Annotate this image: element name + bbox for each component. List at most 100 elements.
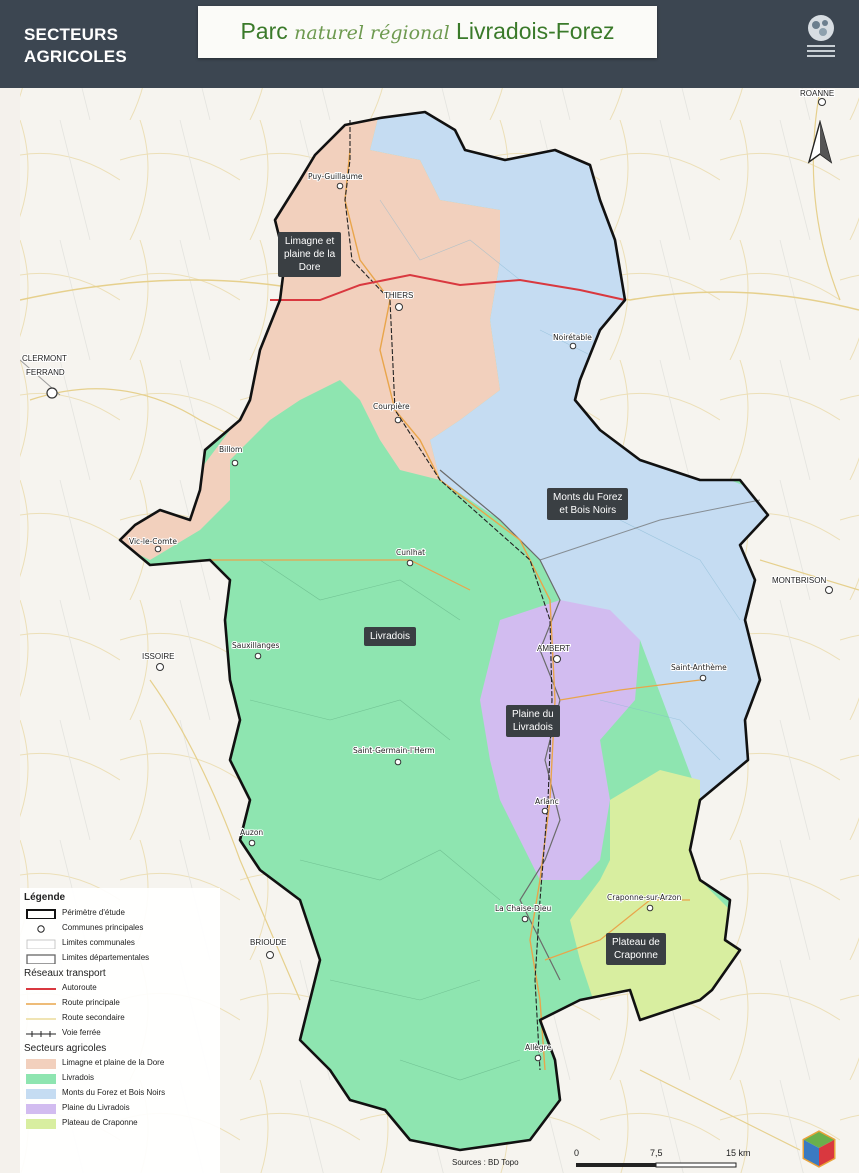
map-title: Parc naturel régional Livradois-Forez <box>198 18 657 45</box>
legend-symbol-route-principale <box>26 1003 56 1005</box>
legend-title: Légende <box>24 892 66 903</box>
legend-panel: Légende Périmètre d'étude Communes princ… <box>20 888 220 1173</box>
legend-label-autoroute: Autoroute <box>62 983 97 992</box>
legend-row-route-secondaire: Route secondaire <box>20 1012 220 1026</box>
legend-label-perimeter: Périmètre d'étude <box>62 908 125 917</box>
legend-row-voie-ferree: Voie ferrée <box>20 1027 220 1041</box>
town-saint-antheme: Saint-Anthème <box>671 663 727 672</box>
legend-label-communes: Communes principales <box>62 923 144 932</box>
legend-row-limites-communales: Limites communales <box>20 937 220 951</box>
legend-label-route-principale: Route principale <box>62 998 120 1007</box>
town-ambert: AMBERT <box>537 644 570 653</box>
town-la-chaise-dieu: La Chaise-Dieu <box>495 904 552 913</box>
label-plaine: Plaine du Livradois <box>506 705 560 737</box>
scale-bar: 0 7,5 15 km <box>568 1148 758 1173</box>
park-logo-icon <box>807 15 835 57</box>
legend-row-communes: Communes principales <box>20 922 220 936</box>
town-puy-guillaume: Puy-Guillaume <box>308 172 363 181</box>
north-arrow-icon <box>807 120 833 164</box>
town-markers: ROANNE Puy-Guillaume THIERS Noirétable C… <box>21 88 835 1062</box>
town-clermont-1: CLERMONT <box>22 354 67 363</box>
legend-symbol-autoroute <box>26 988 56 990</box>
label-craponne: Plateau de Craponne <box>606 933 666 965</box>
label-limagne-line3: Dore <box>298 262 321 273</box>
section-title-line1: SECTEURS <box>24 25 119 44</box>
legend-symbol-route-secondaire <box>26 1018 56 1020</box>
legend-transport-title: Réseaux transport <box>24 968 106 979</box>
legend-swatch-limagne <box>26 1059 56 1069</box>
title-part-parc: Parc <box>240 18 295 44</box>
legend-row-route-principale: Route principale <box>20 997 220 1011</box>
legend-symbol-voie-ferree <box>26 1031 56 1037</box>
legend-label-limites-departementales: Limites départementales <box>62 953 150 962</box>
map-canvas: ROANNE Puy-Guillaume THIERS Noirétable C… <box>20 88 859 1173</box>
legend-label-livradois: Livradois <box>62 1073 95 1082</box>
scale-label-mid: 7,5 <box>650 1148 663 1158</box>
legend-symbol-perimeter <box>26 909 56 919</box>
legend-row-limites-departementales: Limites départementales <box>20 952 220 966</box>
sector-limagne-area <box>120 112 500 560</box>
legend-row-perimeter: Périmètre d'étude <box>20 907 220 921</box>
urbicand-logo-icon <box>802 1130 836 1168</box>
sector-plaine-area <box>480 600 640 880</box>
legend-row-craponne: Plateau de Craponne <box>20 1117 220 1131</box>
town-noiretable: Noirétable <box>553 333 592 342</box>
scale-bar-graphic <box>576 1162 737 1168</box>
town-montbrison: MONTBRISON <box>772 576 826 585</box>
label-limagne-line1: Limagne et <box>284 236 335 247</box>
label-livradois-line1: Livradois <box>370 631 411 642</box>
legend-symbol-limites-communales <box>26 939 56 949</box>
legend-swatch-plaine <box>26 1104 56 1114</box>
town-saint-germain: Saint-Germain-l'Herm <box>353 746 435 755</box>
legend-row-forez: Monts du Forez et Bois Noirs <box>20 1087 220 1101</box>
scale-label-max: 15 km <box>726 1148 751 1158</box>
sector-forez-area <box>370 112 768 800</box>
header-bar: SECTEURS AGRICOLES Parc naturel régional… <box>0 0 859 88</box>
town-arlanc: Arlanc <box>535 797 559 806</box>
town-cunlhat: Cunlhat <box>396 548 425 557</box>
town-brioude: BRIOUDE <box>250 938 286 947</box>
label-forez-line1: Monts du Forez <box>553 492 623 503</box>
legend-row-plaine: Plaine du Livradois <box>20 1102 220 1116</box>
section-title: SECTEURS AGRICOLES <box>24 24 127 68</box>
park-perimeter <box>118 110 770 1152</box>
legend-symbol-communes <box>37 925 45 933</box>
legend-row-limagne: Limagne et plaine de la Dore <box>20 1057 220 1071</box>
town-vic-le-comte: Vic-le-Comte <box>129 537 177 546</box>
label-limagne: Limagne et plaine de la Dore <box>278 232 342 277</box>
section-title-line2: AGRICOLES <box>24 47 127 66</box>
sources-text: Sources : BD Topo <box>452 1158 519 1167</box>
legend-swatch-craponne <box>26 1119 56 1129</box>
title-part-livradois: Livradois-Forez <box>449 18 615 44</box>
label-forez: Monts du Forez et Bois Noirs <box>547 488 629 520</box>
label-plaine-line2: Livradois <box>512 722 553 733</box>
legend-label-route-secondaire: Route secondaire <box>62 1013 125 1022</box>
town-clermont-2: FERRAND <box>26 368 65 377</box>
town-craponne: Craponne-sur-Arzon <box>607 893 682 902</box>
title-part-naturel: naturel régional <box>294 22 450 44</box>
legend-row-autoroute: Autoroute <box>20 982 220 996</box>
legend-swatch-livradois <box>26 1074 56 1084</box>
legend-label-plaine: Plaine du Livradois <box>62 1103 130 1112</box>
town-thiers: THIERS <box>384 291 413 300</box>
legend-row-livradois: Livradois <box>20 1072 220 1086</box>
town-roanne: ROANNE <box>800 89 834 98</box>
label-forez-line2: et Bois Noirs <box>559 505 617 516</box>
town-auzon: Auzon <box>240 828 263 837</box>
legend-label-limites-communales: Limites communales <box>62 938 135 947</box>
town-allegre: Allègre <box>525 1043 552 1052</box>
legend-label-forez: Monts du Forez et Bois Noirs <box>62 1088 166 1097</box>
label-livradois: Livradois <box>364 627 417 646</box>
town-issoire: ISSOIRE <box>142 652 174 661</box>
scale-label-zero: 0 <box>574 1148 580 1158</box>
town-sauxillanges: Sauxillanges <box>232 641 280 650</box>
label-craponne-line1: Plateau de <box>612 937 660 948</box>
town-courpiere: Courpière <box>373 402 410 411</box>
legend-label-voie-ferree: Voie ferrée <box>62 1028 101 1037</box>
title-banner: Parc naturel régional Livradois-Forez <box>198 6 657 58</box>
label-craponne-line2: Craponne <box>613 950 658 961</box>
legend-symbol-limites-departementales <box>26 954 56 964</box>
label-plaine-line1: Plaine du <box>512 709 554 720</box>
town-billom: Billom <box>219 445 242 454</box>
legend-label-limagne: Limagne et plaine de la Dore <box>62 1058 165 1067</box>
